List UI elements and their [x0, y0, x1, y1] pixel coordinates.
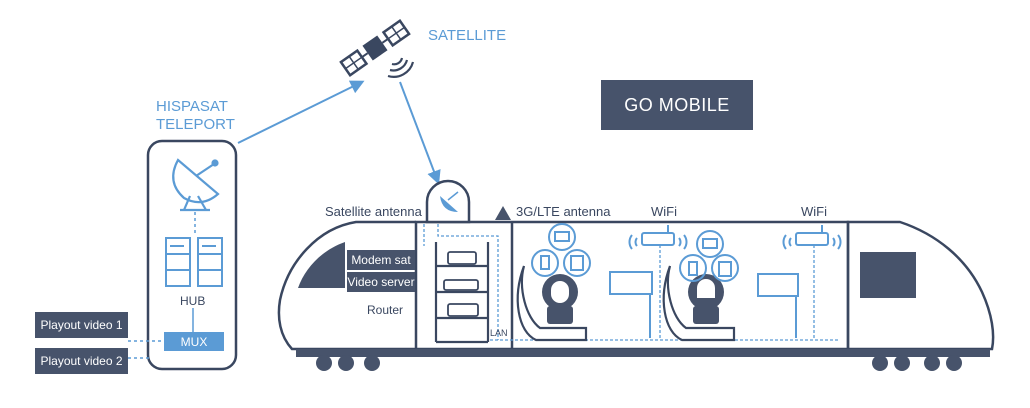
playout-video-2: Playout video 2	[35, 348, 128, 374]
playout-video-1: Playout video 1	[35, 312, 128, 338]
modem-icon	[443, 251, 479, 317]
seat-2	[662, 265, 736, 342]
hub-label: HUB	[180, 294, 206, 308]
passenger-2-devices	[679, 230, 739, 282]
modem-sat-label: Modem sat	[347, 250, 415, 270]
wifi-1-label: WiFi	[651, 204, 677, 219]
uplink-arrow	[237, 80, 365, 144]
teleport-label-line2: TELEPORT	[156, 116, 235, 133]
video-server-label: Video server	[347, 272, 415, 292]
wifi-router-1-icon	[628, 225, 688, 250]
seat-1	[516, 265, 588, 342]
rack-cabling	[423, 224, 838, 341]
mux-box: MUX	[164, 332, 224, 351]
lte-antenna-icon	[495, 206, 511, 220]
front-window	[298, 242, 345, 288]
satellite-antenna-icon	[425, 179, 471, 224]
dish-icon	[172, 158, 220, 212]
downlink-arrow	[399, 81, 441, 185]
lte-antenna-label: 3G/LTE antenna	[516, 204, 611, 219]
passenger-2-icon	[688, 274, 724, 324]
table-1	[609, 271, 653, 338]
passenger-1-devices	[531, 223, 591, 277]
rear-window	[860, 252, 916, 298]
satellite-signal-icon	[387, 57, 415, 78]
satellite-label: SATELLITE	[428, 27, 507, 44]
router-label: Router	[367, 303, 404, 317]
wifi-2-label: WiFi	[801, 204, 827, 219]
server-icon	[165, 237, 223, 287]
go-mobile-banner: GO MOBILE	[601, 80, 753, 130]
passenger-1-icon	[542, 274, 578, 324]
teleport-label-line1: HISPASAT	[156, 98, 228, 115]
undercarriage	[296, 349, 990, 371]
satellite-icon	[339, 19, 411, 77]
equipment-rack	[434, 242, 490, 344]
table-2	[757, 273, 799, 338]
wifi-router-2-icon	[782, 225, 842, 250]
lan-label: LAN	[490, 328, 508, 338]
satellite-antenna-label: Satellite antenna	[325, 204, 422, 219]
